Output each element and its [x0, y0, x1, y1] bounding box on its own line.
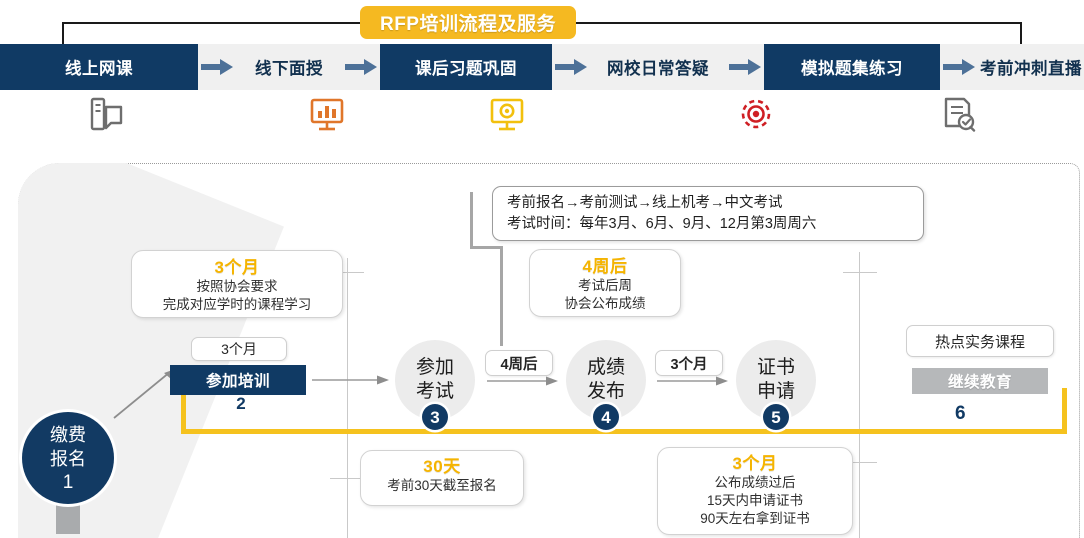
yellow-bracket-bottom: [181, 429, 1067, 434]
column-divider-2: [859, 252, 860, 538]
node-3-line-1: 参加: [415, 357, 454, 378]
training-card-highlight: 3个月: [214, 258, 260, 277]
monitor-gear-icon: [484, 92, 530, 138]
result-card-line-2: 协会公布成绩: [564, 296, 646, 311]
monitor-chart-icon: [304, 92, 350, 138]
node-4-line-2: 发布: [586, 381, 625, 402]
node-1-line-1: 缴费: [50, 424, 86, 445]
node-4-to-5-arrow: [657, 374, 729, 388]
node-2-number: 2: [236, 393, 246, 413]
node-1-stem: [56, 500, 80, 534]
certificate-card-highlight: 3个月: [732, 454, 778, 473]
divider-tick-2: [330, 478, 364, 479]
title-rule-left-cap: [62, 22, 64, 44]
node-3-line-2: 考试: [415, 381, 454, 402]
exam-detail-card: 考前报名→考前测试→线上机考→中文考试 考试时间：每年3月、6月、9月、12月第…: [492, 186, 924, 241]
node-6-number: 6: [955, 403, 966, 424]
header-arrow-3: [552, 44, 590, 90]
node-3-to-4-arrow: [487, 374, 559, 388]
node-5-number: 5: [763, 404, 789, 430]
divider-tick-1: [330, 272, 364, 273]
node-5-line-1: 证书: [756, 357, 795, 378]
certificate-info-card: 3个月 公布成绩过后 15天内申请证书 90天左右拿到证书: [657, 447, 853, 535]
title-rule-right-cap: [1020, 22, 1022, 44]
header-arrow-2: [342, 44, 380, 90]
node-4-number: 4: [593, 404, 619, 430]
flow-node-6[interactable]: 继续教育: [912, 368, 1048, 394]
deadline-card-line-1: 考前30天截至报名: [387, 478, 497, 493]
result-info-card: 4周后 考试后周 协会公布成绩: [529, 249, 681, 317]
header-step-5[interactable]: 模拟题集练习: [764, 44, 940, 90]
divider-tick-4: [843, 462, 877, 463]
node-1-number: 1: [62, 471, 74, 493]
certificate-card-line-1: 公布成绩过后: [714, 475, 796, 490]
deadline-card-highlight: 30天: [423, 457, 461, 476]
exam-detail-line-2: 考试时间：每年3月、6月、9月、12月第3周周六: [507, 216, 817, 232]
result-card-highlight: 4周后: [582, 257, 628, 276]
document-check-icon: [935, 92, 981, 138]
exam-detail-line-1: 考前报名→考前测试→线上机考→中文考试: [507, 195, 783, 211]
page-title: RFP培训流程及服务: [360, 6, 576, 39]
certificate-card-line-2: 15天内申请证书: [706, 493, 804, 508]
node-6-course-pill: 热点实务课程: [906, 325, 1054, 357]
target-refresh-icon: [733, 92, 779, 138]
exam-card-connector-horizontal: [470, 246, 503, 249]
column-divider-1: [347, 258, 348, 538]
header-icon-row: [0, 92, 1084, 138]
header-arrow-1: [198, 44, 236, 90]
flow-node-1[interactable]: 缴费 报名 1: [22, 412, 114, 504]
divider-tick-3: [843, 272, 877, 273]
certificate-card-line-3: 90天左右拿到证书: [700, 511, 810, 526]
header-step-2[interactable]: 线下面授: [255, 60, 323, 78]
node-1-line-2: 报名: [50, 448, 86, 469]
training-card-line-2: 完成对应学时的课程学习: [162, 297, 312, 312]
header-step-1[interactable]: 线上网课: [0, 44, 198, 90]
result-card-line-1: 考试后周: [578, 278, 632, 293]
header-arrow-5: [940, 44, 978, 90]
header-step-3[interactable]: 课后习题巩固: [380, 44, 552, 90]
node-4-to-5-label: 3个月: [655, 350, 723, 376]
deadline-info-card: 30天 考前30天截至报名: [360, 450, 524, 506]
exam-card-connector-vertical-1: [470, 192, 473, 249]
node-3-to-4-label: 4周后: [485, 350, 553, 376]
training-card-line-1: 按照协会要求: [196, 279, 278, 294]
training-info-card: 3个月 按照协会要求 完成对应学时的课程学习: [131, 250, 343, 318]
flow-node-2[interactable]: 参加培训: [170, 365, 306, 395]
node-2-to-3-arrow: [312, 373, 390, 387]
node-3-number: 3: [422, 404, 448, 430]
header-flow-bar: 线上网课 线下面授 课后习题巩固 网校日常答疑 模拟题集练习 考前冲刺直播: [0, 44, 1084, 90]
header-step-4[interactable]: 网校日常答疑: [607, 60, 709, 78]
yellow-bracket-right: [1062, 388, 1067, 434]
node-4-line-1: 成绩: [586, 357, 625, 378]
screen-document-icon: [84, 92, 130, 138]
yellow-bracket-left: [181, 388, 186, 434]
node-5-line-2: 申请: [756, 381, 795, 402]
node-2-duration-pill: 3个月: [191, 337, 287, 361]
header-arrow-4: [726, 44, 764, 90]
exam-card-connector-vertical-2: [500, 246, 503, 346]
header-step-6[interactable]: 考前冲刺直播: [980, 60, 1082, 78]
